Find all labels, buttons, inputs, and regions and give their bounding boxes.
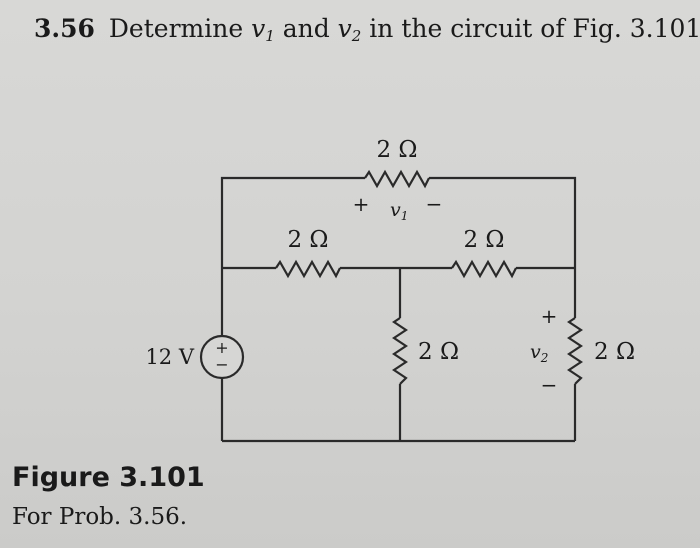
- source-label: 12 V: [145, 345, 194, 369]
- wire-top-right: [429, 176, 577, 268]
- source-minus: −: [215, 355, 228, 374]
- resistor-middle-right-label: 2 Ω: [463, 227, 504, 253]
- problem-text-before: Determine: [108, 14, 244, 43]
- v1-plus: +: [353, 192, 370, 216]
- resistor-top-label: 2 Ω: [376, 137, 417, 163]
- v1-minus: −: [426, 192, 443, 216]
- var-v1: v1: [251, 14, 275, 45]
- circuit-wires: [220, 176, 577, 443]
- v2-minus: −: [541, 373, 558, 397]
- resistor-top: [364, 169, 430, 189]
- figure-title: Figure 3.101: [12, 462, 205, 493]
- resistor-middle-right: [451, 259, 517, 279]
- v1-label: v1: [390, 199, 408, 223]
- problem-text-after: in the circuit of Fig. 3.101.: [369, 14, 700, 43]
- resistor-right-vertical: [567, 317, 583, 385]
- figure-caption: For Prob. 3.56.: [12, 504, 188, 530]
- wire-top-left: [220, 176, 365, 268]
- problem-number: 3.56: [34, 14, 95, 43]
- resistor-right-vertical-label: 2 Ω: [594, 339, 635, 365]
- resistor-middle-left: [275, 259, 341, 279]
- var-v2: v2: [337, 14, 362, 45]
- problem-statement: 3.56 Determine v1 and v2 in the circuit o…: [34, 14, 700, 51]
- voltage-source: [199, 334, 245, 380]
- v2-plus: +: [541, 304, 558, 328]
- resistor-middle-left-label: 2 Ω: [287, 227, 328, 253]
- v2-label: v2: [530, 341, 548, 365]
- problem-text-middle: and: [282, 14, 330, 43]
- source-plus: +: [215, 338, 228, 357]
- resistor-center-vertical-label: 2 Ω: [418, 339, 459, 365]
- resistor-center-vertical: [392, 317, 408, 385]
